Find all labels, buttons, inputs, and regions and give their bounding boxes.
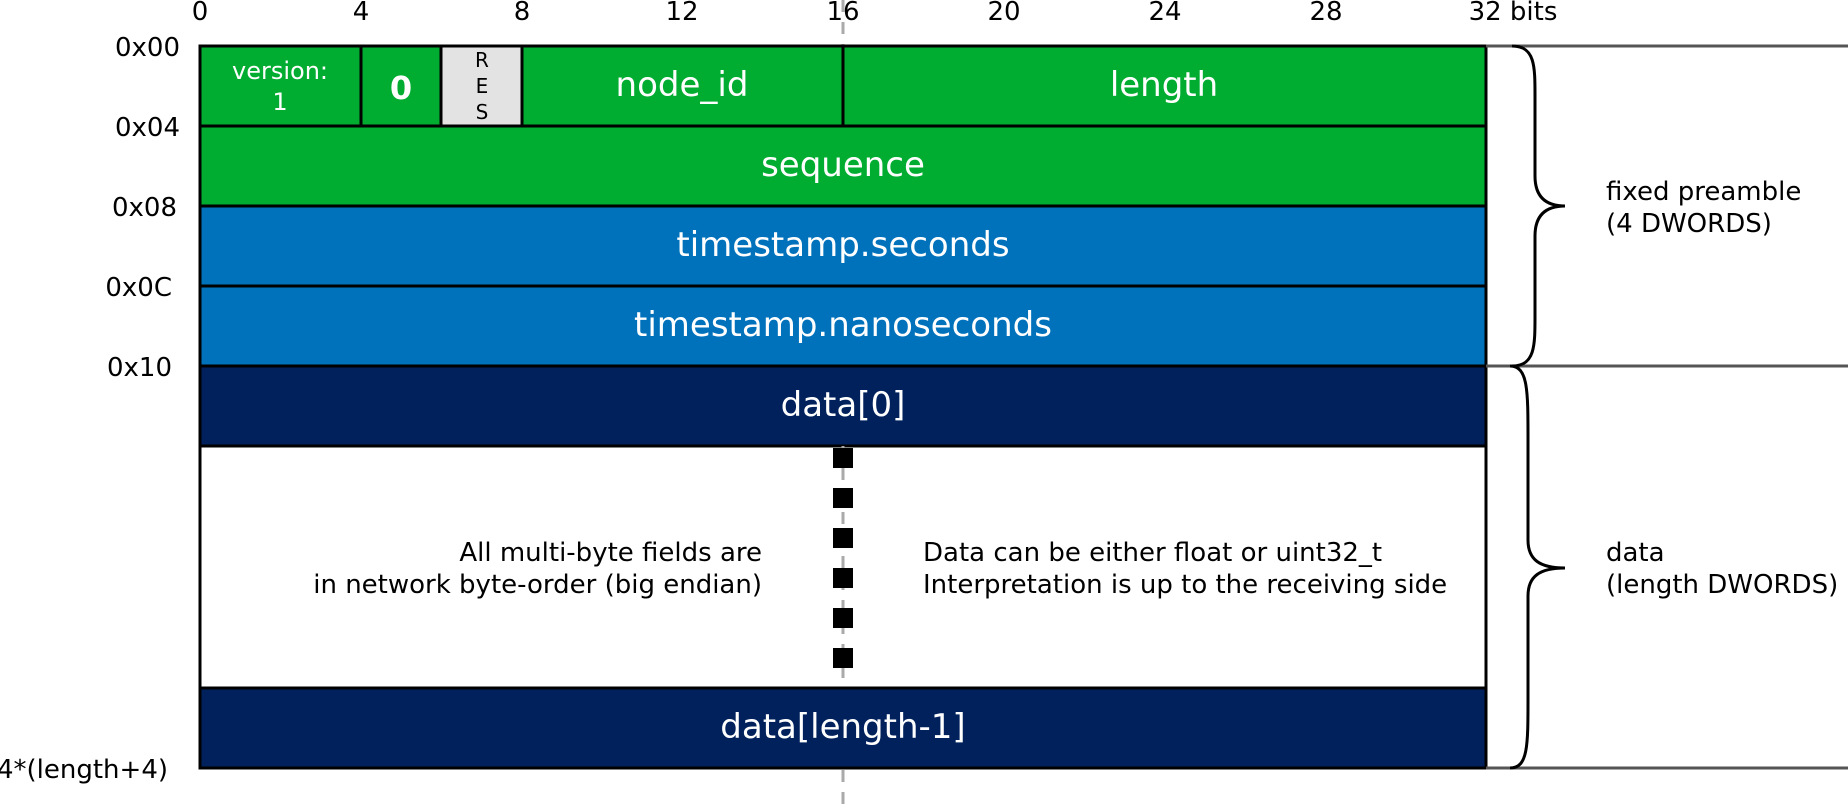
field-data-last-label: data[length-1] — [720, 707, 965, 747]
ellipsis-dot — [833, 448, 853, 468]
note-data-type-line2: Interpretation is up to the receiving si… — [923, 570, 1447, 600]
field-length — [841, 44, 1488, 128]
data-brace — [1509, 364, 1566, 770]
field-data-first-label: data[0] — [781, 385, 906, 425]
section-boundaries — [1486, 44, 1848, 770]
field-reserved-letter-s: S — [476, 100, 489, 124]
offset-label-0x08: 0x08 — [112, 193, 177, 223]
bit-label-16: 16 — [826, 0, 859, 27]
field-timestamp-nanoseconds — [198, 284, 1488, 368]
section-preamble-line2: (4 DWORDS) — [1606, 209, 1772, 239]
note-data-type-line1: Data can be either float or uint32_t — [923, 538, 1382, 568]
section-data-line1: data — [1606, 538, 1665, 568]
bit-label-12: 12 — [665, 0, 698, 27]
field-timestamp-seconds-label: timestamp.seconds — [676, 225, 1009, 265]
bit-label-24: 24 — [1148, 0, 1181, 27]
field-version — [198, 44, 363, 128]
offset-labels: 0x00 0x04 0x08 0x0C 0x10 4*(length+4) — [0, 33, 180, 785]
bit-label-8: 8 — [514, 0, 531, 27]
ellipsis-dot — [833, 528, 853, 548]
offset-label-0x00: 0x00 — [115, 33, 180, 63]
bit-label-4: 4 — [353, 0, 370, 27]
offset-label-0x04: 0x04 — [115, 113, 180, 143]
field-data-first — [198, 364, 1488, 448]
offset-label-0x10: 0x10 — [107, 353, 172, 383]
field-timestamp-seconds — [198, 204, 1488, 288]
field-node-id — [520, 44, 845, 128]
ellipsis-dot — [833, 488, 853, 508]
ellipsis-dots — [833, 448, 853, 668]
ellipsis-dot — [833, 648, 853, 668]
field-zero-label: 0 — [390, 69, 412, 107]
note-byte-order-line1: All multi-byte fields are — [459, 538, 762, 568]
ellipsis-dot — [833, 568, 853, 588]
field-length-label: length — [1110, 65, 1218, 105]
field-sequence-label: sequence — [761, 145, 925, 185]
field-version-label-line1: version: — [232, 57, 328, 85]
bit-axis: 0 4 8 12 16 20 24 28 32 bits — [192, 0, 1558, 27]
section-preamble-line1: fixed preamble — [1606, 177, 1801, 207]
field-version-label-line2: 1 — [272, 88, 287, 116]
field-reserved-letter-e: E — [476, 74, 489, 98]
section-data-line2: (length DWORDS) — [1606, 570, 1838, 600]
field-sequence — [198, 124, 1488, 208]
field-timestamp-nanoseconds-label: timestamp.nanoseconds — [634, 305, 1052, 345]
note-byte-order-line2: in network byte-order (big endian) — [313, 570, 762, 600]
offset-label-end: 4*(length+4) — [0, 755, 168, 785]
field-node-id-label: node_id — [616, 65, 749, 105]
bit-label-20: 20 — [987, 0, 1020, 27]
row-header-word: version: 1 0 R E S node_id length — [198, 44, 1488, 128]
field-reserved-letter-r: R — [475, 48, 489, 72]
bit-label-32: 32 bits — [1469, 0, 1558, 27]
ellipsis-dot — [833, 608, 853, 628]
bit-label-0: 0 — [192, 0, 209, 27]
bit-label-28: 28 — [1309, 0, 1342, 27]
offset-label-0x0C: 0x0C — [105, 273, 172, 303]
preamble-brace — [1511, 44, 1566, 368]
field-data-last — [198, 686, 1488, 770]
